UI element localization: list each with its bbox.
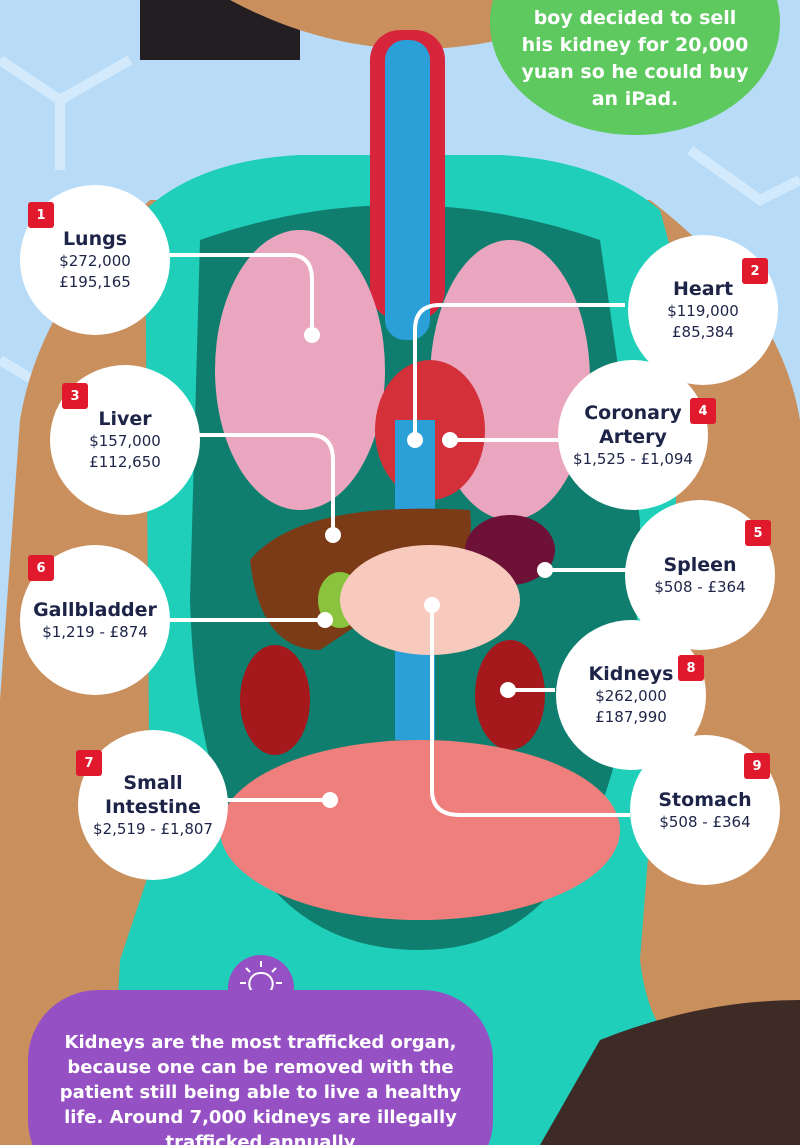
bottom-fact-bubble: Kidneys are the most trafficked organ, b… — [28, 990, 493, 1145]
price: $508 - £364 — [654, 577, 746, 596]
left-lung — [215, 230, 385, 510]
organ-name: Small Intestine — [105, 771, 201, 818]
price-usd: $119,000 — [667, 302, 739, 320]
fact-line: trafficked annually — [165, 1132, 356, 1145]
number-badge: 1 — [28, 202, 54, 228]
label-small-intestine: Small Intestine $2,519 - £1,807 — [78, 730, 228, 880]
left-kidney — [240, 645, 310, 755]
price-usd: $272,000 — [59, 252, 131, 270]
number-badge: 4 — [690, 398, 716, 424]
number-badge: 2 — [742, 258, 768, 284]
price: $508 - £364 — [659, 812, 751, 831]
fact-line: because one can be removed with the — [67, 1057, 454, 1078]
price-gbp: £112,650 — [89, 453, 161, 471]
organ-name: Gallbladder — [33, 598, 157, 621]
fact-line: life. Around 7,000 kidneys are illegally — [64, 1107, 457, 1128]
connector-lines — [165, 253, 630, 817]
organ-name: Heart — [672, 278, 734, 300]
label-coronary-artery: Coronary Artery $1,525 - £1,094 — [558, 360, 708, 510]
number-badge: 7 — [76, 750, 102, 776]
fact-line: yuan so he could buy — [521, 61, 749, 83]
number-badge: 8 — [678, 655, 704, 681]
top-fact-bubble: boy decided to sell his kidney for 20,00… — [490, 0, 780, 135]
price: $1,219 - £874 — [42, 622, 148, 641]
organ-name: Spleen — [663, 553, 737, 576]
price-gbp: £195,165 — [59, 273, 131, 291]
price-gbp: £85,384 — [671, 323, 735, 341]
organ-name: Stomach — [658, 788, 752, 811]
organ-name: Liver — [98, 408, 152, 430]
fact-line: patient still being able to live a healt… — [59, 1082, 462, 1103]
fact-line: Kidneys are the most trafficked organ, — [64, 1032, 457, 1053]
price-gbp: £187,990 — [595, 708, 667, 726]
price-usd: $262,000 — [595, 687, 667, 705]
organ-name: Coronary Artery — [584, 401, 682, 448]
organ-name: Lungs — [62, 228, 128, 250]
fact-line: his kidney for 20,000 — [521, 34, 749, 56]
price: $2,519 - £1,807 — [93, 819, 213, 838]
fact-line: boy decided to sell — [533, 7, 737, 29]
number-badge: 6 — [28, 555, 54, 581]
number-badge: 3 — [62, 383, 88, 409]
price: $1,525 - £1,094 — [573, 449, 693, 468]
small-intestine — [220, 740, 620, 920]
number-badge: 9 — [744, 753, 770, 779]
price-usd: $157,000 — [89, 432, 161, 450]
organ-name: Kidneys — [588, 663, 674, 685]
number-badge: 5 — [745, 520, 771, 546]
fact-line: an iPad. — [591, 88, 679, 110]
